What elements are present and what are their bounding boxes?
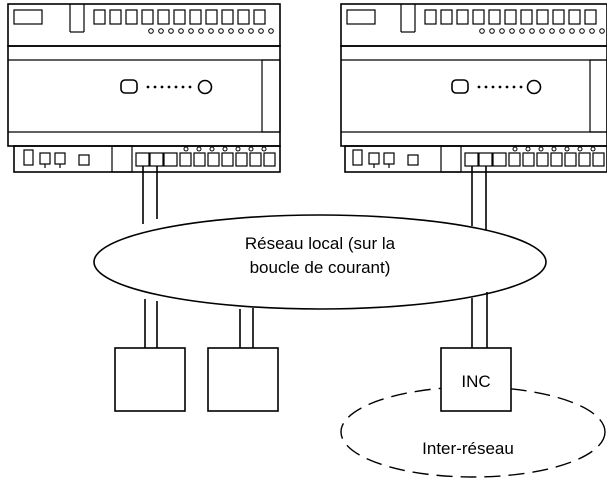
local-network-label: Réseau local (sur la boucle de courant) [200, 232, 440, 280]
inc-wires [471, 292, 488, 348]
controller-right-led [451, 79, 469, 94]
controller-right-body [340, 45, 607, 147]
controller-right-wires [471, 166, 487, 230]
internetwork-label: Inter-réseau [422, 439, 514, 458]
inc-label: INC [461, 372, 491, 391]
controller-right-bottom-terminals [344, 145, 607, 173]
controller-right-indicator [526, 79, 542, 95]
local-network-label-line1: Réseau local (sur la [244, 234, 396, 253]
device-2-box [207, 347, 279, 412]
local-network-label-line2: boucle de courant) [249, 258, 391, 277]
controller-left-led [120, 79, 138, 94]
controller-right [340, 3, 607, 173]
local-network-ellipse [93, 214, 547, 310]
controller-left [7, 3, 281, 173]
controller-left-body [7, 45, 281, 147]
device-1-box [114, 347, 186, 412]
controller-left-wires [142, 166, 158, 224]
device-1-wires [144, 299, 158, 348]
device-2-wires [239, 308, 254, 348]
controller-left-indicator [197, 79, 213, 95]
controller-left-bottom-terminals [13, 145, 281, 173]
inc-box [440, 347, 512, 412]
